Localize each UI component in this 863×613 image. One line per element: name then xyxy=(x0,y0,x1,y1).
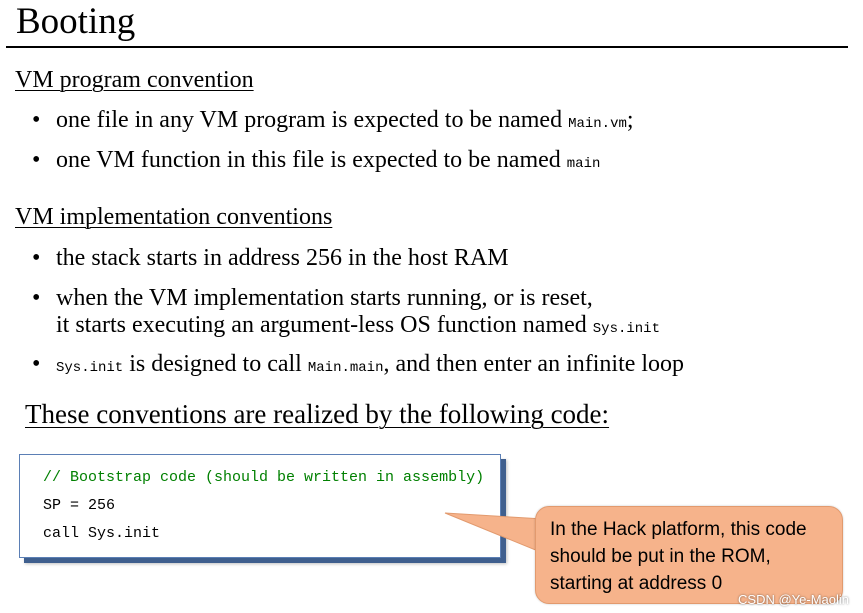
bullet-tail: ; xyxy=(626,107,634,133)
slide-title: Booting xyxy=(16,1,136,42)
bullet-text: , and then enter an infinite loop xyxy=(383,351,685,377)
bullet-code: main xyxy=(566,156,601,172)
bullet-dot: • xyxy=(32,245,41,271)
bullet-text: is designed to call xyxy=(123,351,308,377)
bullet-dot: • xyxy=(32,285,41,311)
callout-line-3: starting at address 0 xyxy=(550,573,723,594)
vm-program-item-1: • one file in any VM program is expected … xyxy=(32,106,634,138)
bullet-dot: • xyxy=(32,351,41,377)
vm-impl-item-2: • when the VM implementation starts runni… xyxy=(32,284,593,312)
realized-heading: These conventions are realized by the fo… xyxy=(25,399,610,429)
bootstrap-code-box: // Bootstrap code (should be written in … xyxy=(19,454,501,558)
hack-rom-callout: In the Hack platform, this code should b… xyxy=(535,506,843,604)
bullet-text: one VM function in this file is expected… xyxy=(56,147,567,173)
bullet-text: it starts executing an argument-less OS … xyxy=(56,312,593,338)
bullet-text: when the VM implementation starts runnin… xyxy=(56,285,593,311)
bullet-text: one file in any VM program is expected t… xyxy=(56,107,569,133)
callout-line-1: In the Hack platform, this code xyxy=(550,519,807,540)
bullet-text: the stack starts in address 256 in the h… xyxy=(56,245,509,271)
bullet-code: Sys.init xyxy=(592,321,660,337)
bullet-dot: • xyxy=(32,107,41,133)
vm-impl-item-1: • the stack starts in address 256 in the … xyxy=(32,244,509,272)
code-comment: // Bootstrap code (should be written in … xyxy=(43,469,485,486)
bullet-code: Main.vm xyxy=(568,116,627,132)
vm-impl-item-2-continuation: it starts executing an argument-less OS … xyxy=(32,311,660,343)
code-line-sp: SP = 256 xyxy=(43,497,116,514)
bullet-dot: • xyxy=(32,147,41,173)
bullet-code: Main.main xyxy=(307,360,384,376)
vm-impl-heading: VM implementation conventions xyxy=(15,204,333,230)
callout-text: In the Hack platform, this code should b… xyxy=(550,516,840,597)
title-divider xyxy=(6,46,848,48)
bullet-code: Sys.init xyxy=(56,360,124,376)
code-line-call: call Sys.init xyxy=(43,525,161,542)
vm-impl-item-3: • Sys.init is designed to call Main.main,… xyxy=(32,350,684,382)
vm-program-item-2: • one VM function in this file is expecte… xyxy=(32,146,600,178)
vm-program-heading: VM program convention xyxy=(15,67,254,93)
watermark: CSDN @Ye-Maolin xyxy=(738,592,849,607)
callout-line-2: should be put in the ROM, xyxy=(550,546,771,567)
